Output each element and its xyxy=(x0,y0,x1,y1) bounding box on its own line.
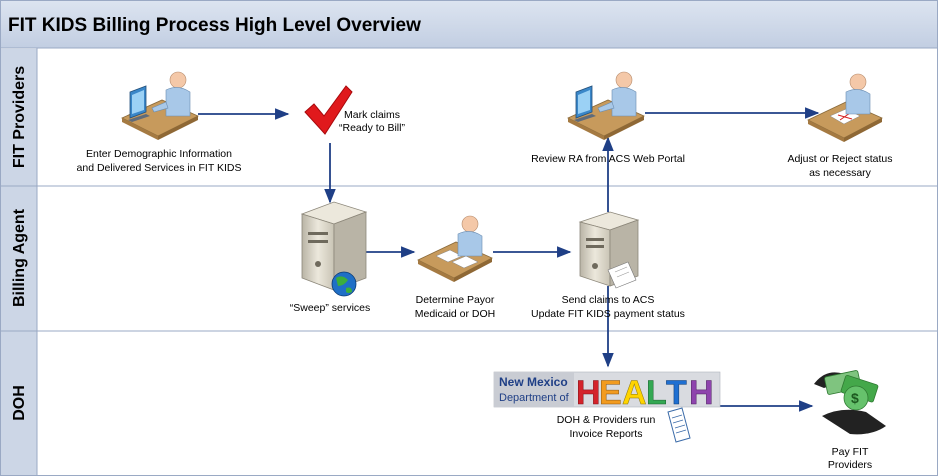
label-send-claims-2: Update FIT KIDS payment status xyxy=(531,308,685,320)
logo-letter-l: L xyxy=(646,374,667,412)
logo-letter-h1: H xyxy=(576,374,601,412)
flow-arrows xyxy=(198,107,820,412)
label-pay-2: Providers xyxy=(828,459,872,471)
label-determine-payor-1: Determine Payor xyxy=(416,294,495,306)
label-adjust-1: Adjust or Reject status xyxy=(787,153,892,165)
document-icon xyxy=(667,407,691,443)
svg-text:$: $ xyxy=(851,390,859,406)
server-document-icon xyxy=(578,211,640,289)
label-send-claims-1: Send claims to ACS xyxy=(562,294,655,306)
logo-letter-h2: H xyxy=(689,374,714,412)
checkmark-icon xyxy=(304,85,353,135)
logo-left-panel xyxy=(494,372,574,407)
label-enter-info-1: Enter Demographic Information xyxy=(86,148,232,160)
logo-department-of: Department of xyxy=(499,392,570,404)
bottom-hand xyxy=(822,409,886,435)
label-adjust-2: as necessary xyxy=(809,167,872,179)
title-bar xyxy=(1,1,937,48)
label-sweep: “Sweep” services xyxy=(290,302,371,314)
person-at-computer-icon xyxy=(567,71,645,140)
logo-new-mexico: New Mexico xyxy=(499,375,568,389)
label-doh-reports-2: Invoice Reports xyxy=(570,428,643,440)
person-at-computer-icon xyxy=(121,71,199,140)
logo-letter-t: T xyxy=(666,374,687,412)
person-at-desk-icon xyxy=(807,73,883,142)
label-determine-payor-2: Medicaid or DOH xyxy=(415,308,496,320)
lane-header-column xyxy=(1,49,37,475)
label-mark-claims-2: “Ready to Bill” xyxy=(339,122,405,134)
server-globe-icon xyxy=(300,201,368,297)
label-review-ra: Review RA from ACS Web Portal xyxy=(531,153,685,165)
label-enter-info-2: and Delivered Services in FIT KIDS xyxy=(77,162,242,174)
label-doh-reports-1: DOH & Providers run xyxy=(557,414,656,426)
lane-label-fit-providers: FIT Providers xyxy=(11,66,28,168)
lane-label-doh: DOH xyxy=(11,385,28,421)
nm-health-logo: New Mexico Department of H E A L T H xyxy=(493,371,721,412)
logo-letter-a: A xyxy=(622,374,647,412)
logo-letter-e: E xyxy=(599,374,622,412)
lane-label-billing-agent: Billing Agent xyxy=(11,208,28,307)
label-mark-claims-1: Mark claims xyxy=(344,109,400,121)
person-at-desk-icon xyxy=(417,215,493,282)
label-pay-1: Pay FIT xyxy=(832,446,869,458)
money-hands-icon: $ xyxy=(814,370,886,435)
page-title: FIT KIDS Billing Process High Level Over… xyxy=(8,15,421,36)
